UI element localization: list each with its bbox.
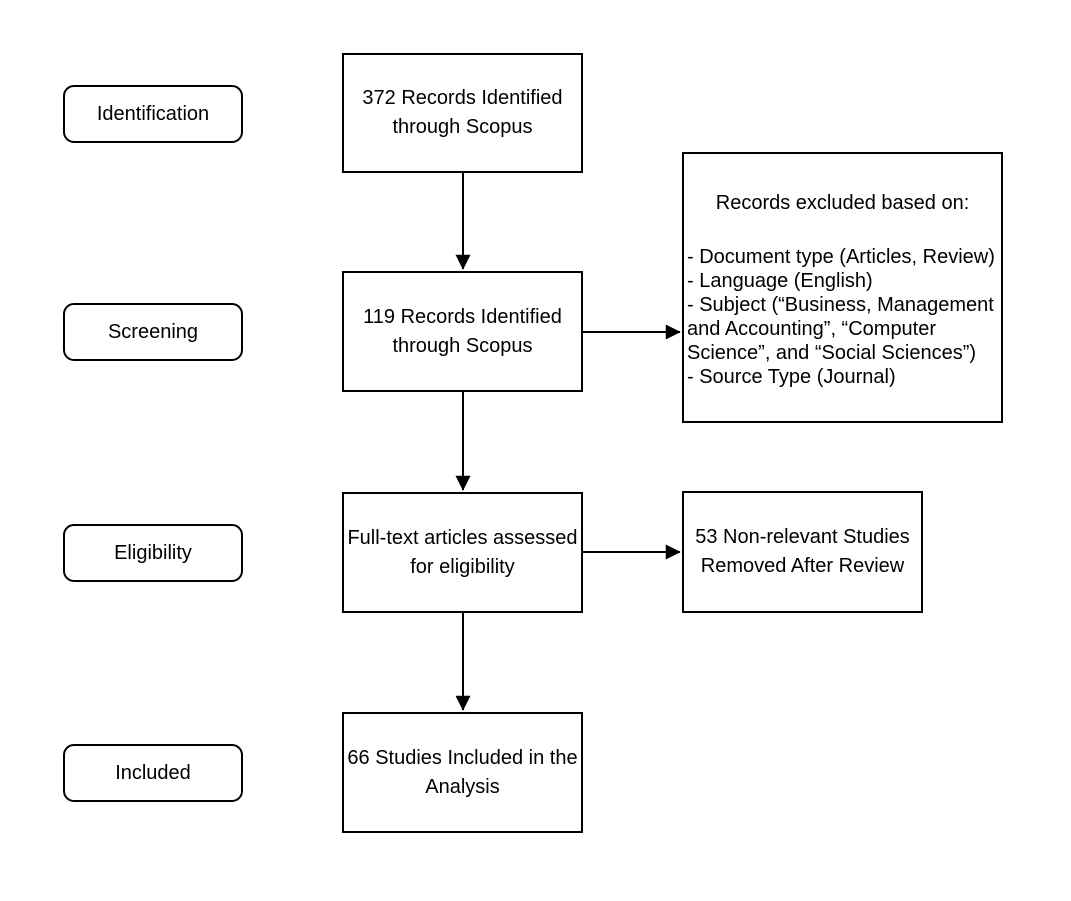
- stage-box-screening: Screening: [63, 303, 243, 361]
- flow-box-fulltext-assessed-text: Full-text articles assessed for eligibil…: [347, 526, 578, 578]
- flow-box-fulltext-assessed: Full-text articles assessed for eligibil…: [342, 492, 583, 613]
- removed-studies-text: 53 Non-relevant Studies Removed After Re…: [695, 526, 910, 577]
- stage-label-included: Included: [115, 761, 191, 784]
- stage-box-included: Included: [63, 744, 243, 802]
- flow-box-records-identified: 372 Records Identified through Scopus: [342, 53, 583, 173]
- flow-box-studies-included: 66 Studies Included in the Analysis: [342, 712, 583, 833]
- flow-box-records-identified-text: 372 Records Identified through Scopus: [362, 87, 563, 138]
- stage-box-eligibility: Eligibility: [63, 524, 243, 582]
- exclusion-item-source-type: - Source Type (Journal): [687, 366, 896, 388]
- stage-label-screening: Screening: [107, 320, 199, 343]
- flow-box-studies-included-text: 66 Studies Included in the Analysis: [347, 746, 578, 798]
- stage-box-identification: Identification: [63, 85, 243, 143]
- exclusion-criteria-list: - Document type (Articles, Review) - Lan…: [687, 245, 998, 389]
- flow-box-records-screened-text: 119 Records Identified through Scopus: [363, 305, 562, 357]
- removed-studies-box: 53 Non-relevant Studies Removed After Re…: [682, 491, 923, 613]
- exclusion-item-subject: - Subject (“Business, Management and Acc…: [687, 294, 994, 364]
- exclusion-criteria-box: Records excluded based on: - Document ty…: [682, 152, 1003, 423]
- stage-label-identification: Identification: [96, 102, 210, 125]
- flow-box-records-screened: 119 Records Identified through Scopus: [342, 271, 583, 392]
- exclusion-item-document-type: - Document type (Articles, Review): [687, 246, 995, 268]
- exclusion-criteria-title: Records excluded based on:: [715, 192, 970, 214]
- exclusion-item-language: - Language (English): [687, 270, 873, 292]
- stage-label-eligibility: Eligibility: [114, 541, 192, 564]
